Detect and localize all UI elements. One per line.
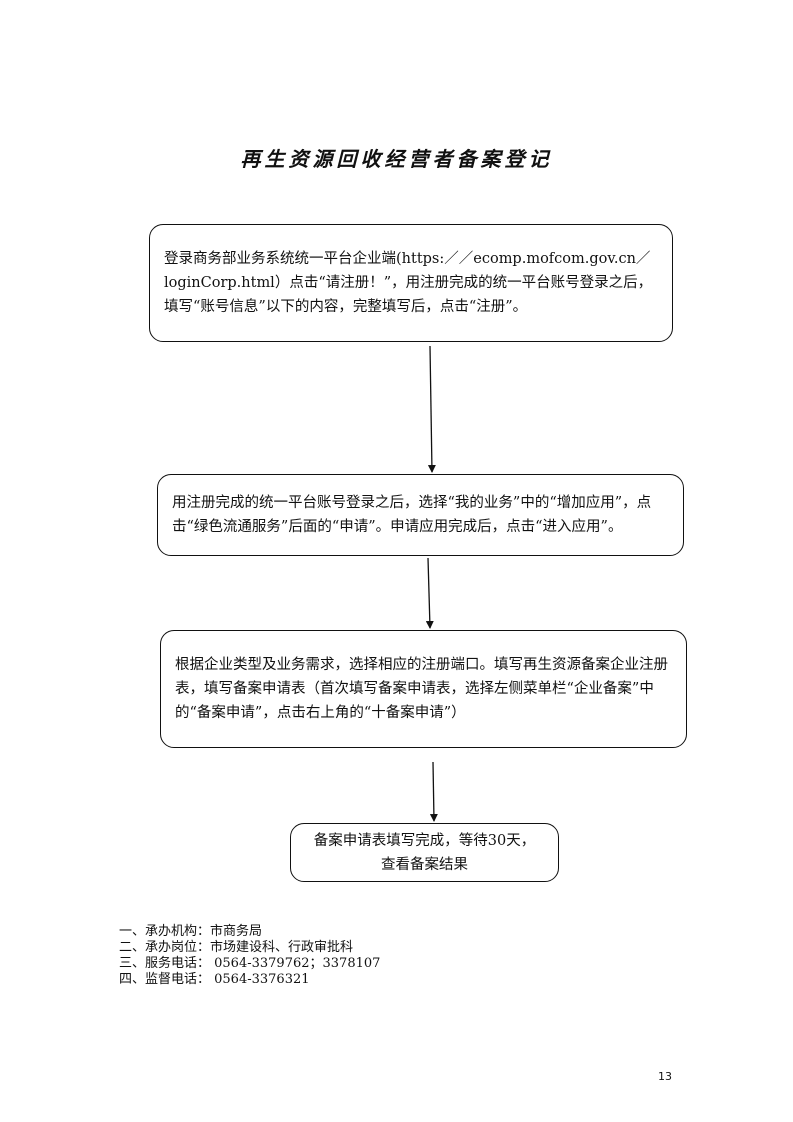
page-number: 13 — [658, 1070, 672, 1083]
step-4-text-line-2: 查看备案结果 — [381, 856, 468, 873]
step-3-text: 根据企业类型及业务需求，选择相应的注册端口。填写再生资源备案企业注册表，填写备案… — [175, 657, 668, 721]
service-info: 一、承办机构：市商务局 二、承办岗位：市场建设科、行政审批科 三、服务电话： 0… — [119, 924, 380, 988]
arrow-1 — [427, 345, 436, 473]
info-agency: 一、承办机构：市商务局 — [119, 924, 263, 939]
info-service-phone: 三、服务电话： 0564-3379762；3378107 — [119, 956, 381, 971]
step-2-box: 用注册完成的统一平台账号登录之后，选择“我的业务”中的“增加应用”，点击“绿色流… — [157, 474, 684, 556]
arrow-3 — [429, 761, 438, 822]
step-4-text-line-1: 备案申请表填写完成，等待30天， — [313, 832, 536, 849]
page-title: 再生资源回收经营者备案登记 — [240, 147, 553, 171]
step-1-box: 登录商务部业务系统统一平台企业端(https:／／ecomp.mofcom.go… — [149, 224, 673, 342]
info-post: 二、承办岗位：市场建设科、行政审批科 — [119, 940, 354, 955]
step-3-box: 根据企业类型及业务需求，选择相应的注册端口。填写再生资源备案企业注册表，填写备案… — [160, 630, 687, 748]
arrow-2 — [425, 557, 434, 629]
step-4-box: 备案申请表填写完成，等待30天， 查看备案结果 — [290, 823, 559, 882]
info-supervision-phone: 四、监督电话： 0564-3376321 — [119, 972, 310, 987]
step-1-text: 登录商务部业务系统统一平台企业端(https:／／ecomp.mofcom.go… — [164, 251, 653, 315]
step-2-text: 用注册完成的统一平台账号登录之后，选择“我的业务”中的“增加应用”，点击“绿色流… — [172, 495, 652, 535]
